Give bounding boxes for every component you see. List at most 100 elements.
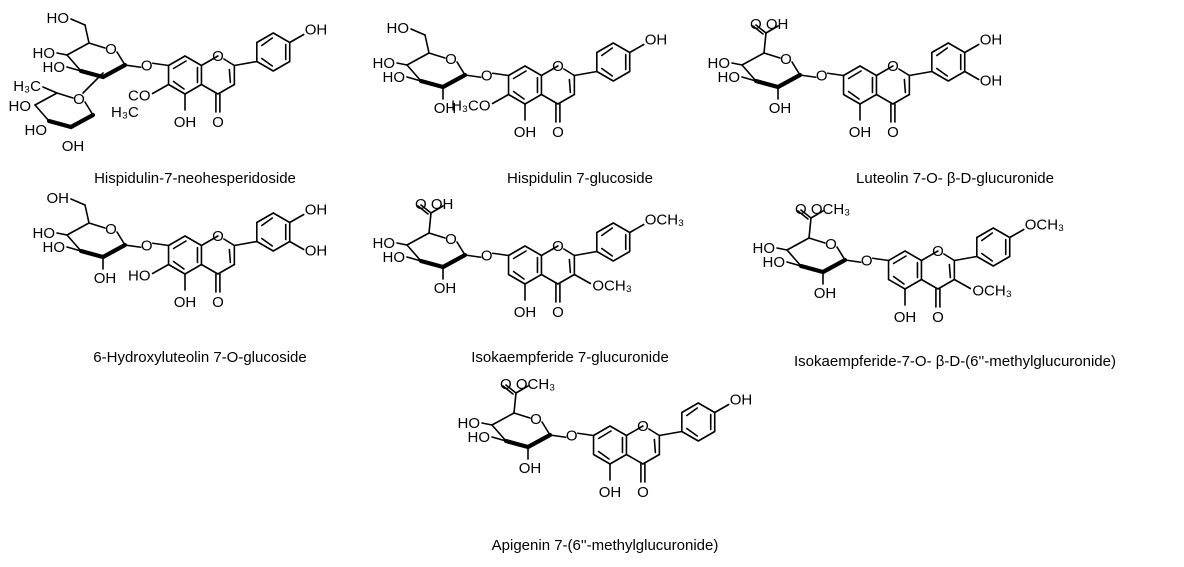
hydroxyl-5-label: OH: [514, 124, 537, 141]
bond: [540, 273, 576, 285]
bond: [513, 412, 531, 419]
bond: [396, 62, 408, 66]
bond: [786, 261, 802, 267]
bond: [597, 430, 612, 440]
bond: [892, 255, 907, 265]
keto-oxygen-label: O: [552, 124, 564, 141]
bond: [981, 252, 994, 262]
bond: [491, 424, 507, 442]
sugar-c2-hydroxyl-label: OH: [769, 100, 792, 117]
bond: [563, 248, 576, 257]
bond: [741, 52, 765, 66]
substituent-3-label: OCH₃: [972, 283, 1011, 300]
compound-caption: Hispidulin 7-glucoside: [507, 170, 653, 187]
bond: [808, 237, 826, 244]
bond: [233, 240, 258, 247]
bond: [288, 213, 305, 224]
methoxy-methyl-label: H₃C: [111, 104, 139, 121]
bond: [713, 403, 730, 414]
para-substituent-label: OH: [730, 392, 753, 409]
bond: [903, 78, 907, 94]
sugar-ring-oxygen-label: O: [105, 221, 117, 238]
sugar-ring-oxygen-label: O: [105, 41, 117, 58]
bond: [755, 24, 767, 34]
bond: [936, 47, 949, 57]
bond: [84, 24, 90, 44]
ring-oxygen-label: O: [552, 58, 564, 75]
bond: [596, 42, 631, 82]
bond: [549, 434, 567, 439]
hydroxyl-5-label: OH: [514, 304, 537, 321]
keto-oxygen-label: O: [212, 114, 224, 131]
bond: [797, 210, 809, 220]
bond: [200, 83, 236, 95]
bond: [261, 37, 274, 47]
bond: [261, 57, 274, 67]
bond: [100, 62, 128, 80]
para-substituent-label: OCH₃: [645, 212, 684, 229]
bond: [491, 252, 510, 257]
bond: [200, 55, 219, 67]
sugar-c3-hydroxyl-label: HO: [468, 429, 491, 446]
rhamnose-methyl-label: H₃C: [13, 78, 41, 95]
bond: [512, 90, 525, 100]
bond: [410, 28, 426, 36]
ring-oxygen-label: O: [637, 418, 649, 435]
glycosidic-oxygen-label: O: [481, 67, 493, 84]
glycosidic-oxygen-label: O: [141, 57, 153, 74]
compound-caption: Hispidulin-7-neohesperidoside: [94, 170, 296, 187]
bond: [223, 58, 236, 67]
bond: [151, 62, 170, 67]
bond: [810, 210, 824, 219]
ring-oxygen-label: O: [212, 48, 224, 65]
substituent-3-label: OCH₃: [592, 278, 631, 295]
bond: [648, 428, 661, 437]
sugar-ring-oxygen-label: O: [445, 51, 457, 68]
sugar-c2-hydroxyl-label: OH: [519, 460, 542, 477]
bond: [563, 68, 576, 77]
hydroxyl-5-label: OH: [174, 294, 197, 311]
bond: [976, 227, 1011, 267]
bond: [261, 237, 274, 247]
bond: [406, 52, 430, 66]
bond: [172, 60, 187, 70]
bond: [428, 232, 446, 239]
meta-hydroxyl-label: OH: [305, 243, 328, 260]
bond: [116, 51, 126, 66]
bond: [420, 204, 432, 214]
bond: [430, 205, 444, 214]
bond: [601, 247, 614, 257]
sugar-c6-hydroxyl-label: HO: [387, 20, 410, 37]
sugar-c3-hydroxyl-label: HO: [43, 59, 66, 76]
bond: [875, 65, 894, 77]
bond: [406, 76, 422, 82]
rhamnose-ring-oxygen-label: O: [73, 91, 85, 108]
bond: [66, 54, 82, 72]
bond: [406, 232, 430, 246]
bond: [753, 78, 781, 90]
sugar-c4-hydroxyl-label: HO: [458, 415, 481, 432]
glycosidic-oxygen-label: O: [861, 252, 873, 269]
bond: [776, 247, 788, 251]
keto-oxygen-label: O: [932, 309, 944, 326]
substituent-6-label: HO: [128, 268, 151, 285]
bond: [68, 112, 96, 130]
sugar-carboxyl-label: O OCH₃: [500, 376, 555, 393]
bond: [847, 90, 860, 100]
bond: [256, 212, 291, 252]
bond: [172, 260, 185, 270]
bond: [42, 86, 58, 94]
bond: [576, 432, 595, 437]
bond: [151, 242, 170, 247]
bond: [84, 101, 94, 116]
compound-caption: 6-Hydroxyluteolin 7-O-glucoside: [93, 349, 306, 366]
bond: [512, 70, 527, 80]
bond: [124, 64, 142, 69]
sugar-ring-oxygen-label: O: [445, 231, 457, 248]
bond: [799, 74, 817, 79]
bond: [88, 222, 106, 229]
